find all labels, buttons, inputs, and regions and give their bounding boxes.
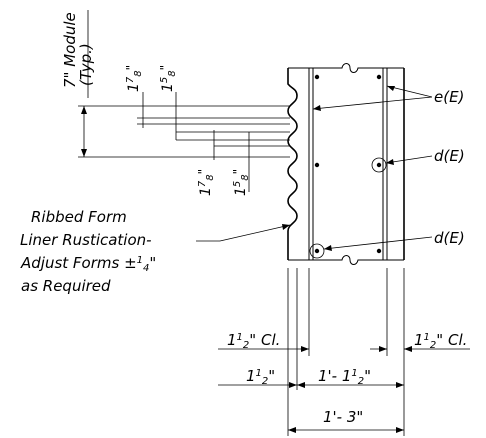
- bar-d-upper-callout: d(E): [385, 147, 465, 165]
- bottom-dimension-lines: [218, 268, 470, 436]
- clear-left-label: 112" Cl.: [227, 331, 280, 351]
- bar-e-leader-front: [312, 96, 433, 110]
- bar-d-callout-circle-lower: [309, 243, 325, 259]
- top-small-fraction: 158": [158, 65, 178, 92]
- bar-d-upper-leader: [385, 155, 433, 164]
- bar-d-upper-label: d(E): [434, 147, 465, 165]
- bar-e-leader-back: [386, 85, 433, 98]
- bar-d-lower-callout: d(E): [323, 229, 465, 251]
- bottom-small-fraction: 158": [231, 169, 251, 196]
- form-liner-callout: Ribbed Form Liner Rustication- Adjust Fo…: [20, 208, 291, 295]
- total-width-label: 1'- 3": [323, 408, 363, 426]
- bar-e-label: e(E): [434, 88, 464, 106]
- wall-section: [287, 63, 405, 265]
- form-liner-leader: [219, 224, 291, 242]
- top-big-fraction: 178": [124, 65, 144, 92]
- form-liner-line-3: Adjust Forms ±14": [20, 254, 156, 274]
- bar-d-callout-circle-upper: [371, 157, 387, 173]
- bottom-break-line: [288, 255, 404, 265]
- liner-offset-label: 112": [246, 367, 275, 387]
- bar-d-dot-front-mid: [314, 162, 320, 168]
- bar-d-dot-front-bottom: [314, 248, 320, 254]
- bar-d-dot-front-top: [314, 74, 320, 80]
- svg-text:178": 178": [196, 169, 216, 196]
- bar-e-callout: e(E): [312, 85, 464, 111]
- module-dim-arrow-bottom: [81, 149, 87, 157]
- ribbed-form-liner-face: [287, 68, 298, 260]
- form-liner-line-1: Ribbed Form: [31, 208, 127, 226]
- form-liner-line-4: as Required: [21, 277, 111, 295]
- form-liner-line-2: Liner Rustication-: [20, 231, 152, 249]
- module-typ-label: (Typ.): [77, 43, 95, 86]
- bar-d-dot-back-top: [376, 74, 382, 80]
- top-break-line: [288, 63, 404, 73]
- center-span-label: 1'- 112": [318, 367, 371, 387]
- module-label-group: 7" Module (Typ.): [61, 12, 95, 88]
- svg-text:158": 158": [158, 65, 178, 92]
- module-dim-arrow-top: [81, 106, 87, 114]
- svg-text:158": 158": [231, 169, 251, 196]
- bar-d-dot-back-mid: [376, 162, 382, 168]
- module-dimension-lines: [78, 10, 290, 192]
- clear-right-label: 112" Cl.: [414, 331, 467, 351]
- svg-text:178": 178": [124, 65, 144, 92]
- bar-d-lower-label: d(E): [434, 229, 465, 247]
- bottom-big-fraction: 178": [196, 169, 216, 196]
- bar-d-lower-leader: [323, 236, 433, 250]
- module-label: 7" Module: [61, 12, 79, 88]
- bar-d-dot-back-bottom: [376, 248, 382, 254]
